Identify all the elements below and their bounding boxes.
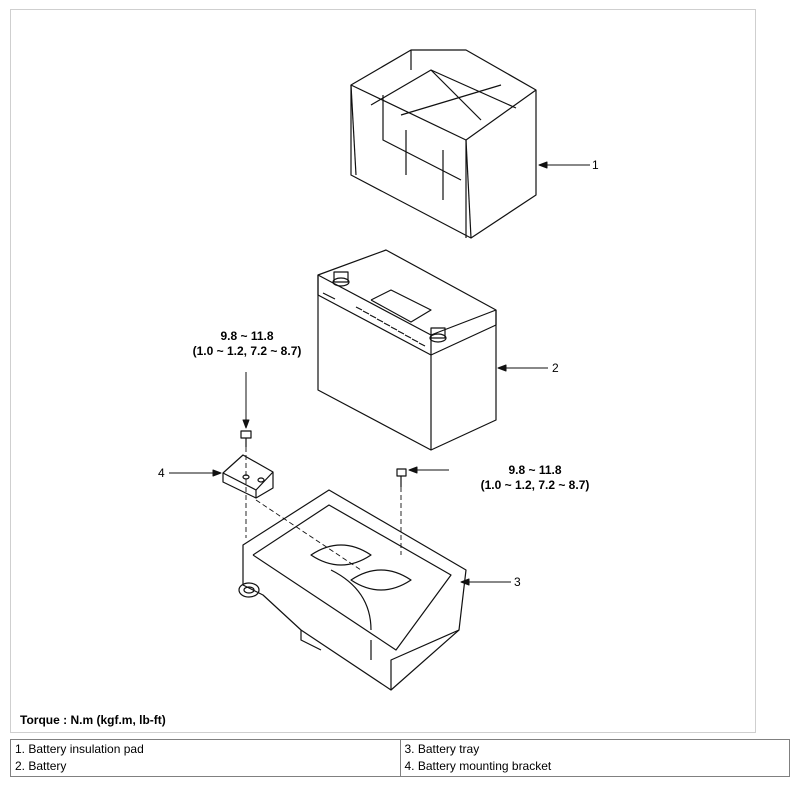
legend-item-3: 3. Battery tray (404, 742, 480, 756)
callout-3: 3 (514, 575, 521, 589)
parts-legend-table: 1. Battery insulation pad 2. Battery 3. … (10, 739, 790, 777)
battery-drawing (317, 249, 497, 451)
exploded-view-figure: 1 2 3 4 9.8 ~ 11.8 (1.0 ~ 1.2, 7.2 ~ 8.7… (10, 9, 756, 733)
torque-left-line1: 9.8 ~ 11.8 (220, 329, 274, 343)
torque-spec-left: 9.8 ~ 11.8 (1.0 ~ 1.2, 7.2 ~ 8.7) (161, 329, 333, 359)
callout-4: 4 (158, 466, 165, 480)
battery-tray-drawing (238, 489, 467, 691)
torque-spec-right: 9.8 ~ 11.8 (1.0 ~ 1.2, 7.2 ~ 8.7) (449, 463, 621, 493)
insulation-pad-drawing (350, 49, 537, 239)
mounting-bracket-drawing (222, 454, 274, 499)
torque-unit-caption: Torque : N.m (kgf.m, lb-ft) (20, 713, 166, 727)
bolt-left-drawing (240, 430, 252, 447)
leader-lines (169, 161, 590, 586)
legend-cell-left: 1. Battery insulation pad 2. Battery (10, 739, 401, 777)
torque-right-line2: (1.0 ~ 1.2, 7.2 ~ 8.7) (480, 478, 590, 492)
callout-1: 1 (592, 158, 599, 172)
battery-exploded-drawing (169, 49, 590, 691)
legend-cell-right: 3. Battery tray 4. Battery mounting brac… (399, 739, 790, 777)
legend-item-4: 4. Battery mounting bracket (404, 759, 552, 773)
torque-left-line2: (1.0 ~ 1.2, 7.2 ~ 8.7) (192, 344, 302, 358)
torque-right-line1: 9.8 ~ 11.8 (508, 463, 562, 477)
legend-item-1: 1. Battery insulation pad (15, 742, 144, 756)
table-row: 1. Battery insulation pad 2. Battery 3. … (10, 739, 790, 777)
alignment-guides (245, 447, 402, 571)
legend-item-2: 2. Battery (15, 759, 67, 773)
bolt-right-drawing (396, 468, 407, 487)
callout-2: 2 (552, 361, 559, 375)
